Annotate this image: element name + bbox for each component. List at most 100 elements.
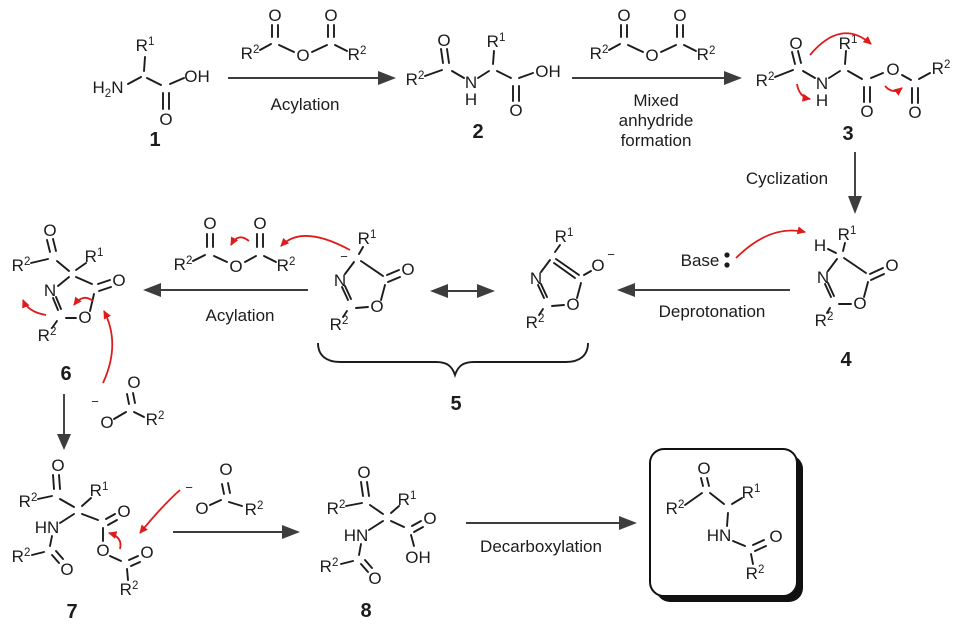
compound-8-bonds	[340, 481, 424, 573]
atom-r2: R2	[38, 326, 57, 345]
atom-o: O	[203, 214, 216, 233]
arrowhead	[430, 284, 448, 298]
arrowhead	[282, 525, 300, 539]
mechanism-arrow	[796, 83, 811, 102]
atom-oh: OH	[405, 548, 431, 567]
anhydride-1-bonds	[259, 24, 348, 53]
arrowhead	[617, 283, 635, 297]
negative-charge: −	[91, 394, 99, 409]
atom-r1: R1	[555, 227, 574, 246]
atom-n: N	[334, 271, 346, 290]
arrowhead	[143, 283, 161, 297]
step-label-decarboxylation: Decarboxylation	[480, 537, 602, 556]
atom-o: O	[159, 110, 172, 129]
atom-r1: R1	[839, 34, 858, 53]
atom-r2: R2	[327, 499, 346, 518]
carboxylate-anion-b: − O O R2	[139, 460, 264, 534]
atom-o: O	[566, 295, 579, 314]
compound-7-bonds	[31, 474, 141, 581]
atom-r2: R2	[697, 45, 716, 64]
atom-r1: R1	[487, 32, 506, 51]
compound-number-4: 4	[840, 349, 852, 371]
atom-o: O	[370, 297, 383, 316]
step-cyclization: Cyclization	[746, 152, 862, 214]
atom-r1: R1	[136, 36, 155, 55]
compound-5b-bonds	[537, 244, 592, 316]
anhydride-2-bonds	[608, 24, 697, 53]
atom-n: N	[817, 268, 829, 287]
atom-o: O	[78, 308, 91, 327]
step-mixed-anhydride: Mixed anhydride formation	[572, 71, 742, 150]
compound-4-bonds	[824, 242, 885, 314]
mechanism-arrow	[139, 489, 181, 534]
atom-o: O	[219, 460, 232, 479]
compound-2-acylamino-acid: R2 O N H R1 OH O 2	[406, 31, 561, 143]
atom-r2: R2	[815, 311, 834, 330]
atom-r1: R1	[838, 225, 857, 244]
mechanism-arrow	[73, 296, 94, 306]
mechanism-arrow	[809, 32, 872, 56]
atom-r1: R1	[742, 483, 761, 502]
step-label-mixed-1: Mixed	[633, 91, 678, 110]
mechanism-arrow	[735, 226, 806, 259]
compound-2-bonds	[424, 48, 534, 102]
negative-charge: −	[340, 249, 348, 264]
atom-o: O	[96, 541, 109, 560]
atom-r2: R2	[590, 44, 609, 63]
step-label-acylation: Acylation	[271, 95, 340, 114]
atom-o: O	[853, 294, 866, 313]
atom-o: O	[697, 459, 710, 478]
atom-o: O	[140, 543, 153, 562]
atom-r2: R2	[526, 313, 545, 332]
atom-o: O	[112, 271, 125, 290]
compound-8-acyl-acid: O R2 R1 HN R2 O O OH 8	[320, 463, 437, 622]
atom-r2: R2	[12, 256, 31, 275]
atom-r2: R2	[12, 547, 31, 566]
compound-1-bonds	[127, 56, 185, 110]
compound-4-oxazolone: N O O H R1 R2 4	[814, 225, 899, 371]
arrowhead	[848, 196, 862, 214]
atom-r2: R2	[245, 500, 264, 519]
atom-n: N	[530, 269, 542, 288]
atom-r2: R2	[666, 499, 685, 518]
step-anhydride-exchange	[173, 525, 300, 539]
compound-5-enolate-form: N O O − R1 R2	[526, 227, 615, 332]
compound-number-3: 3	[842, 123, 853, 145]
atom-o: O	[617, 6, 630, 25]
mechanism-arrow	[102, 310, 114, 384]
anhydride-reagent-3: R2 O O O R2	[174, 214, 296, 276]
compound-6-bonds	[30, 238, 112, 329]
compound-7-anhydride-intermediate: O R2 R1 HN R2 O O O O R2 7	[12, 456, 154, 623]
atom-r2: R2	[146, 410, 165, 429]
atom-o: O	[437, 31, 450, 50]
atom-o: O	[100, 413, 113, 432]
atom-o: O	[885, 256, 898, 275]
atom-r2: R2	[406, 70, 425, 89]
mechanism-arrow	[108, 531, 122, 550]
compound-3-mixed-anhydride: R2 O N H R1 O O O R2 3	[756, 32, 950, 145]
atom-h2n: H2N	[93, 78, 124, 100]
compound-5-carbanion-form: N O O − R1 R2	[280, 229, 415, 334]
carboxylate-a-bonds	[113, 392, 145, 420]
atom-o: O	[296, 46, 309, 65]
atom-o: O	[886, 60, 899, 79]
atom-r2: R2	[330, 315, 349, 334]
atom-r1: R1	[358, 229, 377, 248]
atom-r2: R2	[277, 256, 296, 275]
atom-oh: OH	[535, 62, 561, 81]
atom-o: O	[60, 560, 73, 579]
final-product-box: O R2 R1 HN O R2	[649, 448, 803, 602]
atom-o: O	[229, 257, 242, 276]
atom-r2: R2	[320, 557, 339, 576]
product-frame	[649, 448, 798, 597]
atom-o: O	[117, 502, 130, 521]
atom-o: O	[368, 569, 381, 588]
atom-o: O	[195, 499, 208, 518]
step-label-deprotonation: Deprotonation	[659, 302, 766, 321]
atom-o: O	[43, 221, 56, 240]
compound-number-7: 7	[66, 601, 77, 623]
compound-1-amino-acid: H2N R1 OH O 1	[93, 36, 210, 151]
atom-r2: R2	[746, 564, 765, 583]
